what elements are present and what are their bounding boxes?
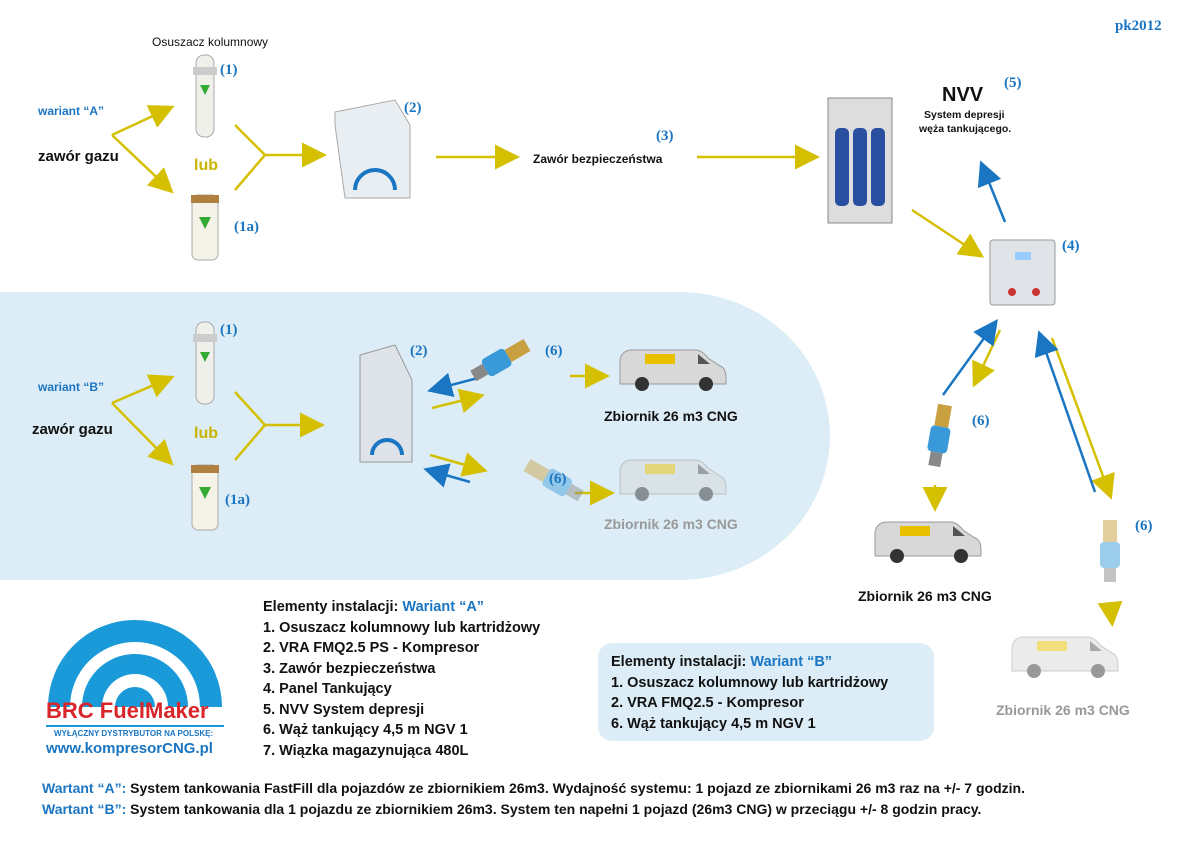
num-2: (2) (404, 100, 422, 116)
list-a-variant: Wariant “A” (402, 599, 485, 615)
column-dryer-a (192, 54, 218, 138)
compressor-a (334, 99, 411, 199)
num-r6a: (6) (972, 413, 990, 429)
compressor-b (359, 344, 413, 463)
num-b6a: (6) (545, 343, 563, 359)
list-item: 4. Panel Tankujący (263, 681, 392, 697)
footer-variant-a: Wartant “A”: System tankowania FastFill … (42, 780, 1025, 796)
list-item: 1. Osuszacz kolumnowy lub kartridżowy (611, 674, 889, 691)
num-b6b: (6) (549, 471, 567, 487)
footer-a-text: System tankowania FastFill dla pojazdów … (126, 780, 1025, 796)
dryer-heading: Osuszacz kolumnowy (152, 35, 269, 49)
num-5: (5) (1004, 75, 1022, 91)
footer-b-label: Wartant “B”: (42, 801, 127, 817)
components-box-b (598, 643, 934, 741)
cartridge-dryer-b (190, 464, 220, 531)
num-b2: (2) (410, 343, 428, 359)
footer-b-text: System tankowania dla 1 pojazdu ze zbior… (126, 801, 982, 817)
list-b-title: Elementy instalacji: (611, 654, 751, 670)
hose-right1 (924, 403, 955, 468)
safety-valve-label: Zawór bezpieczeństwa (533, 152, 663, 166)
tank-label-b2: Zbiornik 26 m3 CNG (604, 516, 738, 532)
fueling-panel (989, 239, 1056, 306)
or-label-b: lub (194, 425, 218, 442)
or-label-a: lub (194, 157, 218, 174)
num-1: (1) (220, 62, 238, 78)
list-item: 6. Wąż tankujący 4,5 m NGV 1 (263, 722, 468, 738)
variant-a-label: wariant “A” (38, 104, 105, 118)
tank-label-r1: Zbiornik 26 m3 CNG (858, 588, 992, 604)
gas-valve-a: zawór gazu (38, 148, 119, 165)
list-item: 7. Wiązka magazynująca 480L (263, 742, 469, 759)
footer-a-label: Wartant “A”: (42, 780, 127, 796)
list-item: 6. Wąż tankujący 4,5 m NGV 1 (611, 715, 816, 732)
van-right1 (874, 521, 982, 564)
brand-name: BRC FuelMaker (46, 698, 209, 723)
num-b1a: (1a) (225, 492, 250, 508)
variant-b-label: wariant “B” (38, 380, 105, 394)
num-r6b: (6) (1135, 518, 1153, 534)
nvv-desc-1: System depresji (924, 109, 1005, 121)
nvv-label: NVV (942, 84, 984, 106)
num-3: (3) (656, 128, 674, 144)
components-list-a: Elementy instalacji: Wariant “A” 1. Osus… (263, 597, 540, 761)
list-b-variant: Wariant “B” (750, 654, 833, 670)
brc-fuelmaker-logo: BRC FuelMaker WYŁĄCZNY DYSTRYBUTOR NA PO… (40, 612, 230, 762)
van-right2 (1011, 636, 1119, 679)
list-a-title: Elementy instalacji: (263, 599, 403, 615)
storage-bundle (827, 97, 893, 224)
brand-url[interactable]: www.kompresorCNG.pl (46, 740, 213, 757)
nvv-desc-2: węża tankującego. (919, 123, 1012, 135)
variant-b-region (0, 292, 830, 580)
components-list-b: Elementy instalacji: Wariant “B” 1. Osus… (611, 652, 888, 734)
footer-variant-b: Wartant “B”: System tankowania dla 1 poj… (42, 801, 981, 817)
brand-tagline: WYŁĄCZNY DYSTRYBUTOR NA POLSKĘ: (54, 729, 214, 738)
tank-label-b1: Zbiornik 26 m3 CNG (604, 408, 738, 424)
column-dryer-b (192, 321, 218, 405)
tank-label-r2: Zbiornik 26 m3 CNG (996, 702, 1130, 718)
num-1a: (1a) (234, 219, 259, 235)
hose-right2 (1100, 520, 1120, 582)
list-item: 2. VRA FMQ2.5 PS - Kompresor (263, 640, 480, 656)
list-item: 5. NVV System depresji (263, 701, 425, 718)
num-b1: (1) (220, 322, 238, 338)
num-4: (4) (1062, 238, 1080, 254)
corner-label: pk2012 (1115, 18, 1162, 34)
list-item: 3. Zawór bezpieczeństwa (263, 660, 436, 677)
gas-valve-b: zawór gazu (32, 421, 113, 438)
list-item: 2. VRA FMQ2.5 - Kompresor (611, 695, 804, 711)
list-item: 1. Osuszacz kolumnowy lub kartridżowy (263, 619, 541, 636)
cartridge-dryer-a (190, 194, 220, 261)
